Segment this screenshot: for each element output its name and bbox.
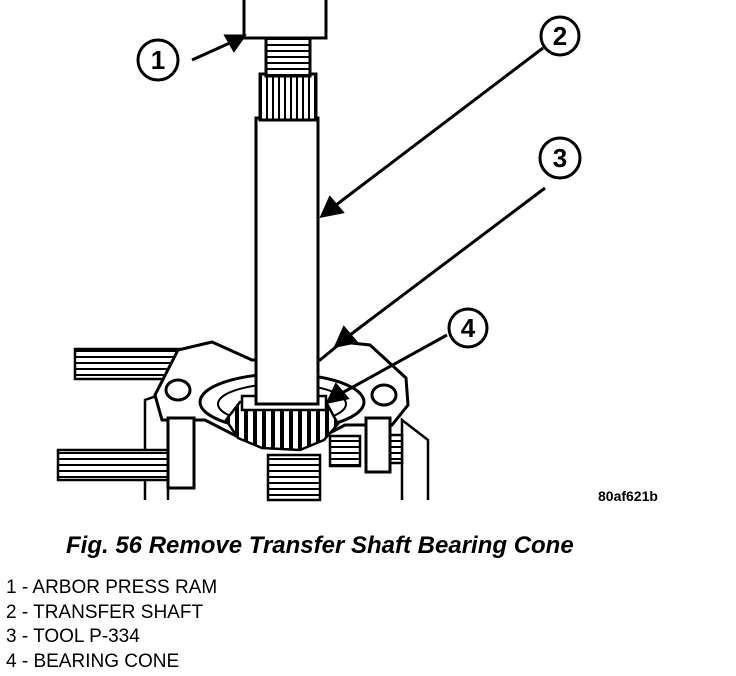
- legend-item: 2 - TRANSFER SHAFT: [6, 601, 204, 623]
- callout-2: 2: [539, 15, 581, 57]
- arbor-press-ram: [242, 0, 328, 40]
- figure-caption: Fig. 56 Remove Transfer Shaft Bearing Co…: [66, 532, 574, 559]
- bearing-removal-illustration: 1 2 3 4: [56, 0, 582, 502]
- callout-2-number: 2: [553, 21, 567, 51]
- legend-item: 1 - ARBOR PRESS RAM: [6, 577, 218, 598]
- callout-1: 1: [136, 38, 180, 82]
- callout-3: 3: [538, 136, 582, 180]
- callout-4: 4: [447, 307, 489, 349]
- callout-1-number: 1: [151, 45, 165, 75]
- legend-list: 1 - ARBOR PRESS RAM 2 - TRANSFER SHAFT 3…: [6, 576, 217, 674]
- image-code: 80af621b: [598, 488, 658, 504]
- legend-item: 4 - BEARING CONE: [6, 650, 180, 672]
- legend-item: 3 - TOOL P-334: [6, 626, 140, 647]
- transfer-shaft: [254, 36, 320, 406]
- callout-4-number: 4: [461, 313, 476, 343]
- callout-3-number: 3: [553, 143, 567, 173]
- tool-p334-bolts: [56, 347, 404, 482]
- leader-lines: [191, 34, 546, 405]
